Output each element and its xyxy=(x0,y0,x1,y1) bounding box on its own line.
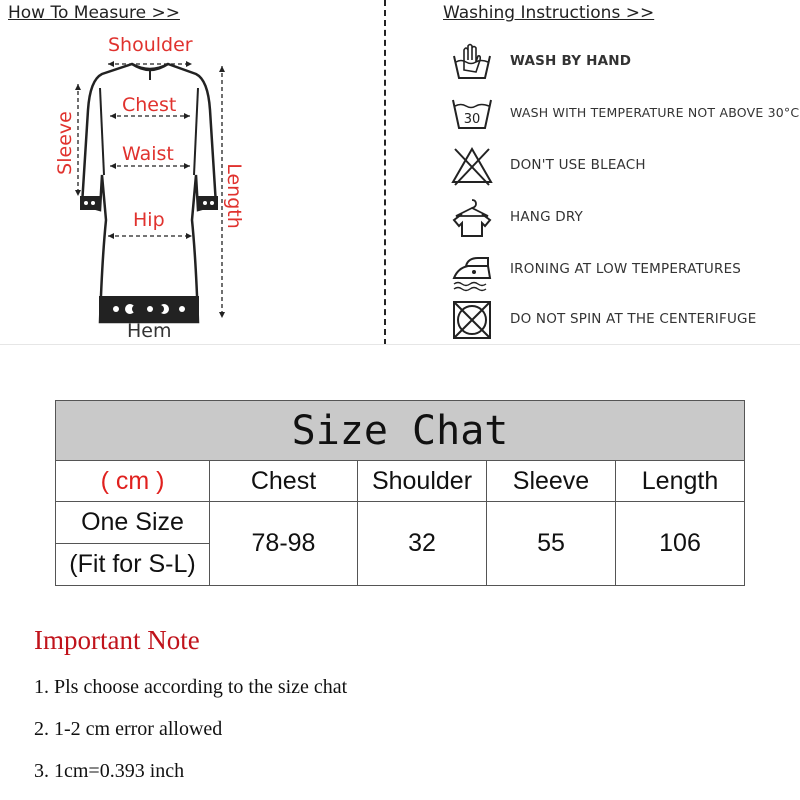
wash-item-label: DON'T USE BLEACH xyxy=(510,157,646,173)
wash-30-icon: 30 xyxy=(452,99,492,129)
wash-item-label: IRONING AT LOW TEMPERATURES xyxy=(510,261,742,277)
length-value: 106 xyxy=(614,501,746,586)
size-chart-table: Size Chat ( cm ) Chest Shoulder Sleeve L… xyxy=(54,400,746,586)
shoulder-header: Shoulder xyxy=(357,460,487,502)
hand-wash-icon xyxy=(453,43,491,79)
hang-dry-icon xyxy=(452,199,492,237)
length-header: Length xyxy=(614,460,746,502)
wash-item-label: HANG DRY xyxy=(510,209,583,225)
no-spin-icon xyxy=(453,301,491,339)
chest-label: Chest xyxy=(122,94,177,116)
how-to-measure-title: How To Measure >> xyxy=(8,3,180,23)
dress-outline xyxy=(80,62,218,324)
unit-header: ( cm ) xyxy=(55,460,210,502)
size-chart-title: Size Chat xyxy=(54,400,746,461)
left-cuff xyxy=(80,196,100,210)
note-item: 2. 1-2 cm error allowed xyxy=(34,718,223,740)
wash-temperature-mark: 30 xyxy=(464,112,481,127)
no-bleach-icon xyxy=(451,146,493,186)
size-name-cell: One Size xyxy=(55,501,210,544)
chest-value: 78-98 xyxy=(209,501,358,586)
shoulder-value: 32 xyxy=(357,501,487,586)
wash-item: DO NOT SPIN AT THE CENTERIFUGE xyxy=(440,298,800,342)
washing-instructions-title: Washing Instructions >> xyxy=(443,3,655,23)
wash-item: 30 WASH WITH TEMPERATURE NOT ABOVE 30°C xyxy=(440,92,800,136)
wash-item-label: WASH WITH TEMPERATURE NOT ABOVE 30°C xyxy=(510,105,800,120)
wash-item-label: DO NOT SPIN AT THE CENTERIFUGE xyxy=(510,311,757,327)
info-panel: How To Measure >> xyxy=(0,0,800,345)
iron-low-icon xyxy=(452,257,492,292)
hem-label: Hem xyxy=(127,320,172,342)
waist-label: Waist xyxy=(122,143,174,165)
section-divider xyxy=(384,0,386,345)
sleeve-value: 55 xyxy=(486,501,616,586)
important-note-title: Important Note xyxy=(34,625,200,655)
chest-header: Chest xyxy=(209,460,358,502)
note-item: 1. Pls choose according to the size chat xyxy=(34,676,348,698)
wash-item-label: WASH BY HAND xyxy=(510,53,632,69)
shoulder-label: Shoulder xyxy=(108,34,193,56)
dress-diagram xyxy=(75,61,225,324)
hip-label: Hip xyxy=(133,209,165,231)
sleeve-label: Sleeve xyxy=(53,111,76,175)
sleeve-header: Sleeve xyxy=(486,460,616,502)
wash-item: DON'T USE BLEACH xyxy=(440,144,800,188)
right-cuff xyxy=(198,196,218,210)
note-item: 3. 1cm=0.393 inch xyxy=(34,760,185,782)
wash-item: HANG DRY xyxy=(440,196,800,240)
wash-item: IRONING AT LOW TEMPERATURES xyxy=(440,248,800,292)
length-label: Length xyxy=(222,163,245,229)
wash-item: WASH BY HAND xyxy=(440,40,800,84)
size-note-cell: (Fit for S-L) xyxy=(55,543,210,586)
panel-bottom-edge xyxy=(0,344,800,345)
